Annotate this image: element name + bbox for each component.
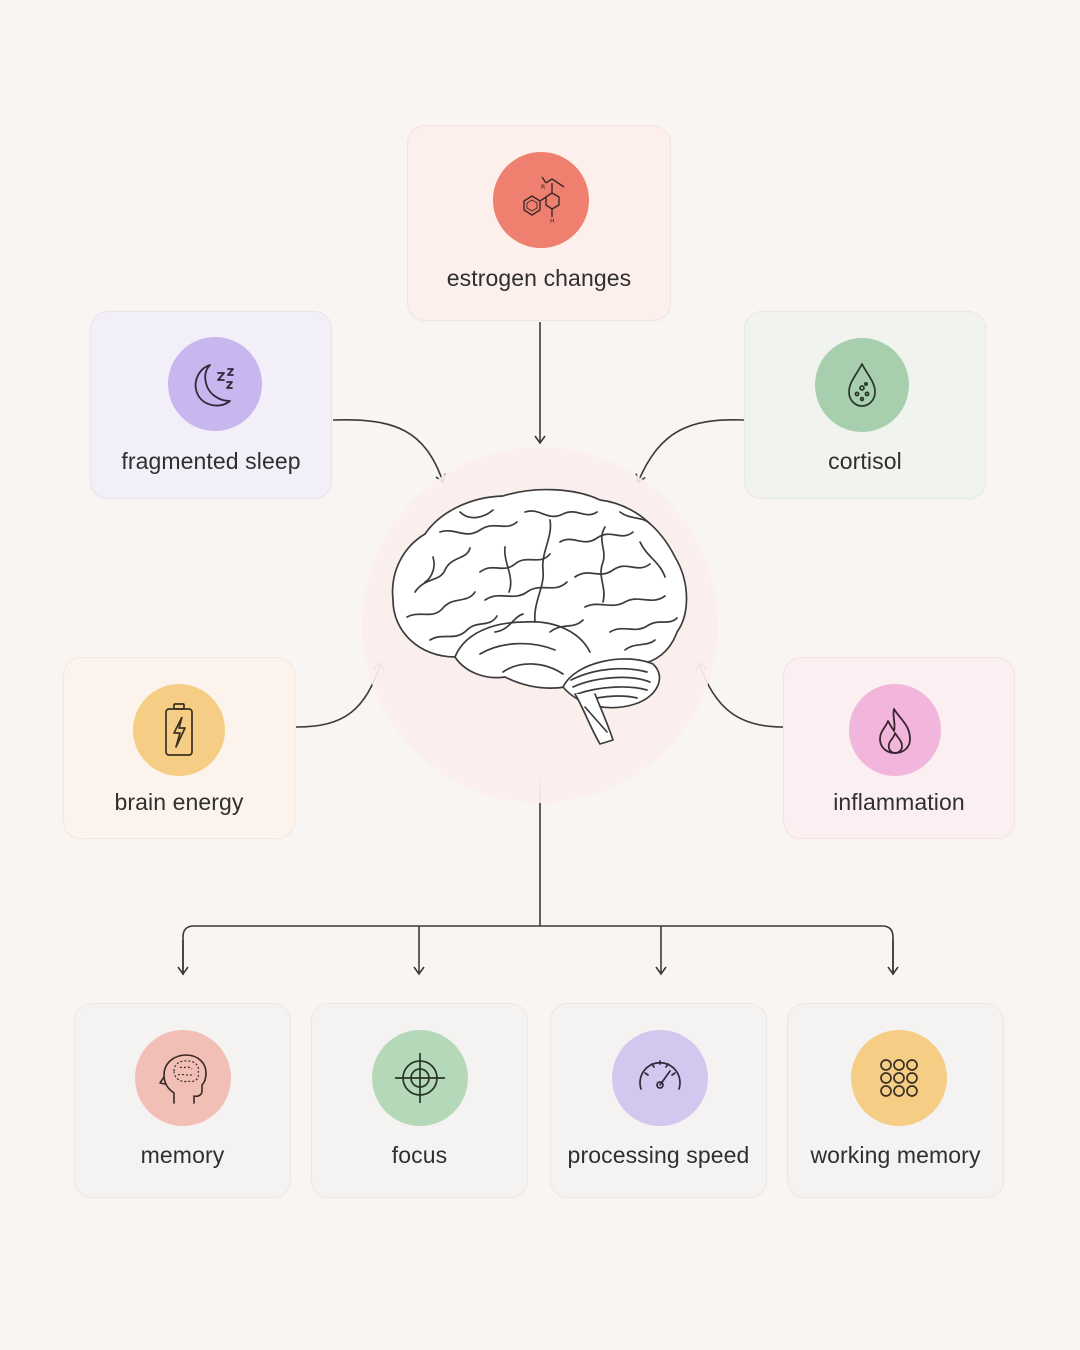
head-brain-icon	[135, 1030, 231, 1126]
factor-label-energy: brain energy	[114, 789, 244, 815]
arrow-inflammation	[695, 661, 784, 728]
factor-label-estrogen: estrogen changes	[446, 265, 632, 291]
moon-sleep-icon	[168, 337, 262, 431]
svg-text:H: H	[550, 218, 555, 225]
droplet-icon	[815, 338, 909, 432]
speedometer-icon	[612, 1030, 708, 1126]
factor-card-sleep: fragmented sleep	[90, 311, 332, 499]
factor-label-inflammation: inflammation	[833, 789, 965, 815]
svg-text:R: R	[541, 184, 545, 191]
outcome-card-memory: memory	[74, 1003, 291, 1198]
outcome-label-processing-speed: processing speed	[567, 1142, 750, 1168]
outcome-label-working-memory: working memory	[810, 1142, 981, 1168]
brain-icon	[385, 482, 695, 752]
outcome-card-processing-speed: processing speed	[550, 1003, 767, 1198]
dot-grid-icon	[851, 1030, 947, 1126]
factor-card-inflammation: inflammation	[783, 657, 1015, 839]
target-icon	[372, 1030, 468, 1126]
branch-line	[182, 925, 894, 975]
outcome-card-focus: focus	[311, 1003, 528, 1198]
arrow-sleep	[332, 418, 447, 484]
factor-label-cortisol: cortisol	[828, 448, 902, 474]
outcome-card-working-memory: working memory	[787, 1003, 1004, 1198]
arrow-cortisol	[635, 419, 745, 484]
factor-card-cortisol: cortisol	[744, 311, 986, 499]
outcome-label-focus: focus	[391, 1142, 448, 1168]
battery-icon	[133, 684, 225, 776]
flame-icon	[849, 684, 941, 776]
outcome-label-memory: memory	[140, 1142, 225, 1168]
factor-card-estrogen: H R estrogen changes	[407, 125, 671, 321]
factor-card-energy: brain energy	[63, 657, 295, 839]
factor-label-sleep: fragmented sleep	[121, 448, 301, 474]
molecule-icon: H R	[493, 152, 589, 248]
